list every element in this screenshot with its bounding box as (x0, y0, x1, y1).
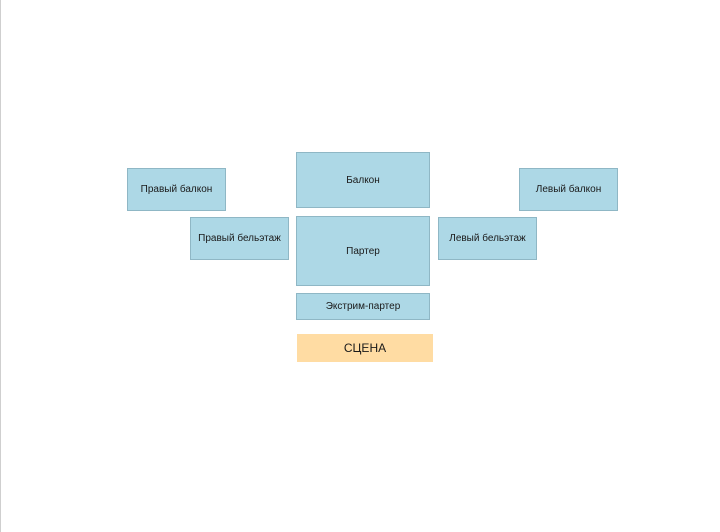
section-extreme-parterre-label: Экстрим-партер (325, 301, 401, 312)
section-parterre-label: Партер (346, 245, 380, 257)
stage-label: СЦЕНА (343, 341, 387, 355)
stage: СЦЕНА (297, 334, 433, 362)
section-extreme-parterre[interactable]: Экстрим-партер (296, 293, 430, 320)
section-right-mezzanine[interactable]: Правый бельэтаж (190, 217, 289, 260)
section-parterre[interactable]: Партер (296, 216, 430, 286)
section-left-mezzanine[interactable]: Левый бельэтаж (438, 217, 537, 260)
section-right-mezzanine-label: Правый бельэтаж (198, 233, 281, 244)
section-right-balcony-label: Правый балкон (140, 184, 213, 195)
section-balcony-label: Балкон (346, 174, 380, 186)
section-left-balcony[interactable]: Левый балкон (519, 168, 618, 211)
section-right-balcony[interactable]: Правый балкон (127, 168, 226, 211)
page-left-border (0, 0, 1, 532)
section-left-mezzanine-label: Левый бельэтаж (449, 233, 526, 244)
section-left-balcony-label: Левый балкон (535, 184, 602, 195)
section-balcony[interactable]: Балкон (296, 152, 430, 208)
